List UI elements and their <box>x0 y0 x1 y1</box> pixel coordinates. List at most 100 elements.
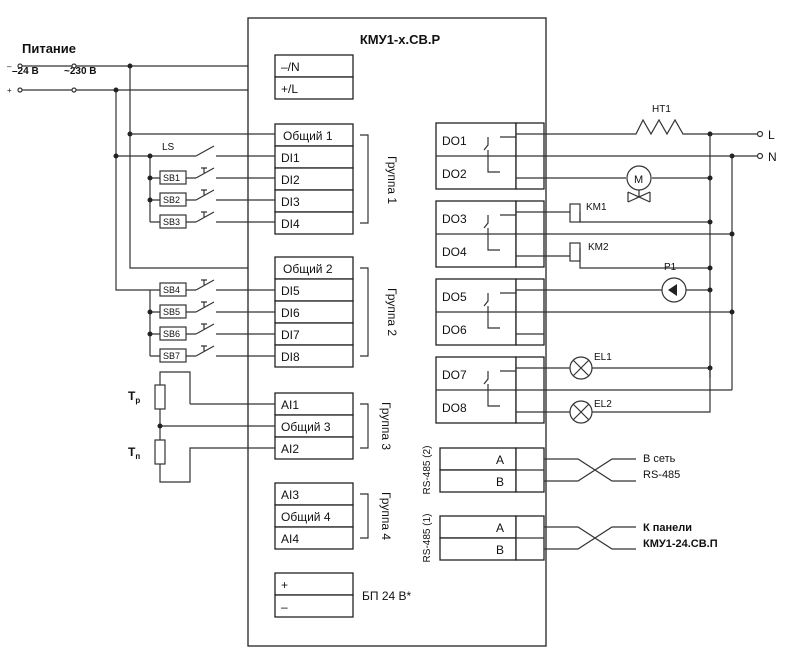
sensor-tn-label: Tп <box>128 445 140 461</box>
device-title: КМУ1-х.СВ.Р <box>360 32 441 47</box>
sensor-tp-label: Tр <box>128 389 140 405</box>
output-do3-label: DO3 <box>442 212 467 226</box>
input-di8-label: DI8 <box>281 350 300 364</box>
output-loads: L N HT1 M KM1 KM2 P1 EL1 <box>544 104 777 424</box>
input-di4-label: DI4 <box>281 217 300 231</box>
group1-common-label: Общий 1 <box>283 129 333 143</box>
group1-label: Группа 1 <box>385 156 399 204</box>
analog-sensors: Tр Tп <box>128 371 275 483</box>
rs485-1-b-label: B <box>496 543 504 557</box>
group2-common-label: Общий 2 <box>283 262 333 276</box>
group3-terminal-block: AI1 Общий 3 AI2 Группа 3 <box>274 392 393 460</box>
contactor-km2-label: KM2 <box>588 242 609 253</box>
rs485-2-a-label: A <box>496 453 504 467</box>
line-n-label: N <box>768 150 777 164</box>
output-do4-label: DO4 <box>442 245 467 259</box>
valve-icon <box>627 190 651 203</box>
group3-bracket <box>360 403 369 449</box>
pump-p1 <box>661 277 687 303</box>
group3-common-label: Общий 3 <box>281 420 331 434</box>
switch-sb5-label: SB5 <box>163 307 180 317</box>
input-ai4-label: AI4 <box>281 532 299 546</box>
power-terminal-block: –/N +/L <box>274 54 354 100</box>
pump-arrow-icon <box>668 284 677 296</box>
contactor-km1 <box>569 203 581 223</box>
lamp-el1 <box>569 356 593 380</box>
psu-plus-label: + <box>281 578 288 592</box>
output-do2-label: DO2 <box>442 167 467 181</box>
group4-label: Группа 4 <box>379 492 393 540</box>
switch-sb2-label: SB2 <box>163 195 180 205</box>
input-di1-label: DI1 <box>281 151 300 165</box>
switch-sb1-label: SB1 <box>163 173 180 183</box>
group4-bracket <box>360 493 369 539</box>
terminal-n-label: –/N <box>281 60 300 74</box>
rs485-2-label: RS-485 (2) <box>422 446 433 495</box>
junction-dot <box>113 87 119 93</box>
sensor-tn-resistor <box>154 439 166 465</box>
output-blocks: DO1 DO2 DO3 DO4 DO5 DO6 DO7 DO8 <box>435 122 545 424</box>
input-di2-label: DI2 <box>281 173 300 187</box>
lamp-el2 <box>569 400 593 424</box>
group4-common-label: Общий 4 <box>281 510 331 524</box>
output-do1-label: DO1 <box>442 134 467 148</box>
power-title: Питание <box>22 41 76 56</box>
terminal-n <box>756 152 764 160</box>
group4-terminal-block: AI3 Общий 4 AI4 Группа 4 <box>274 482 393 550</box>
input-di5-label: DI5 <box>281 284 300 298</box>
group1-terminal-block: Общий 1 DI1 DI2 DI3 DI4 Группа 1 <box>274 123 399 235</box>
junction-dot <box>113 153 119 159</box>
lamp-el2-label: EL2 <box>594 399 612 410</box>
switch-sb4-label: SB4 <box>163 285 180 295</box>
input-di3-label: DI3 <box>281 195 300 209</box>
switch-sb6-label: SB6 <box>163 329 180 339</box>
contactor-km1-label: KM1 <box>586 202 607 213</box>
power-minus-sign: – <box>7 62 12 71</box>
pump-p1-label: P1 <box>664 262 677 273</box>
lamp-el1-label: EL1 <box>594 352 612 363</box>
psu-terminal-block: + – БП 24 В* <box>274 572 412 618</box>
junction-dot <box>127 63 133 69</box>
switch-sb3-label: SB3 <box>163 217 180 227</box>
rs485-1-a-label: A <box>496 521 504 535</box>
power-section: Питание –24 В ~230 В – + <box>7 41 275 291</box>
psu-minus-label: – <box>281 600 288 614</box>
power-wires <box>22 65 275 291</box>
input-ai1-label: AI1 <box>281 398 299 412</box>
rs485-2-block: A B RS-485 (2) В сеть RS-485 <box>422 446 680 495</box>
group2-terminal-block: Общий 2 DI5 DI6 DI7 DI8 Группа 2 <box>274 256 399 368</box>
input-di7-label: DI7 <box>281 328 300 342</box>
rs485-1-label: RS-485 (1) <box>422 514 433 563</box>
psu-label: БП 24 В* <box>362 589 412 603</box>
power-dc-label: –24 В <box>12 66 39 77</box>
terminal-l <box>756 130 764 138</box>
output-do8-label: DO8 <box>442 401 467 415</box>
input-wiring: LS SB1 SB2 SB3 SB4 SB5 SB6 SB7 <box>130 133 275 363</box>
output-do6-label: DO6 <box>442 323 467 337</box>
output-do5-label: DO5 <box>442 290 467 304</box>
heater-ht1-label: HT1 <box>652 104 671 115</box>
line-l-label: L <box>768 128 775 142</box>
group2-bracket <box>360 267 369 357</box>
rs485-1-dest-line1: К панели <box>643 522 692 534</box>
group2-label: Группа 2 <box>385 288 399 336</box>
input-ai2-label: AI2 <box>281 442 299 456</box>
rs485-2-b-label: B <box>496 475 504 489</box>
sensor-tp-resistor <box>154 384 166 410</box>
terminal-l-label: +/L <box>281 82 298 96</box>
rs485-1-block: A B RS-485 (1) К панели КМУ1-24.СВ.П <box>422 514 718 563</box>
input-ai3-label: AI3 <box>281 488 299 502</box>
input-di6-label: DI6 <box>281 306 300 320</box>
heater-ht1 <box>544 118 690 136</box>
rs485-1-dest-line2: КМУ1-24.СВ.П <box>643 538 718 550</box>
motor-m-label: M <box>634 174 643 186</box>
rs485-2-dest-line2: RS-485 <box>643 469 680 481</box>
output-do7-label: DO7 <box>442 368 467 382</box>
switch-sb7-label: SB7 <box>163 351 180 361</box>
power-ac-label: ~230 В <box>64 66 97 77</box>
group1-bracket <box>360 134 369 224</box>
switch-ls-label: LS <box>162 142 175 153</box>
contactor-km2 <box>569 242 581 262</box>
rs485-2-dest-line1: В сеть <box>643 453 676 465</box>
